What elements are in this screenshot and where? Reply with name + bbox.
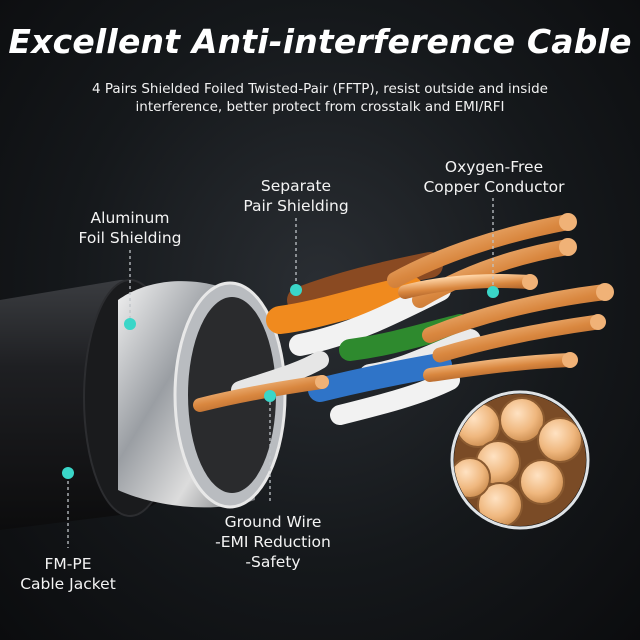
subtitle-line-2: interference, better protect from crosst… [135, 99, 505, 115]
label-copper-conductor: Oxygen-Free Copper Conductor [410, 157, 578, 197]
subtitle: 4 Pairs Shielded Foiled Twisted-Pair (FF… [60, 80, 580, 116]
wire-white-3 [330, 370, 460, 425]
label-ground-wire-line-1: Ground Wire [224, 513, 322, 531]
label-ground-wire-line-3: -Safety [245, 553, 301, 571]
page-title: Excellent Anti-interference Cable [8, 22, 632, 61]
marker-pair [290, 284, 302, 296]
callout-markers [62, 284, 499, 479]
copper-strands [193, 214, 613, 412]
subtitle-line-1: 4 Pairs Shielded Foiled Twisted-Pair (FF… [92, 81, 548, 97]
label-cable-jacket-line-1: FM-PE [44, 555, 92, 573]
wire-white-4 [231, 351, 329, 399]
label-ground-wire-line-2: -EMI Reduction [215, 533, 331, 551]
label-ground-wire: Ground Wire -EMI Reduction -Safety [200, 512, 346, 572]
label-aluminum-foil-line-2: Foil Shielding [78, 229, 182, 247]
wire-orange [266, 276, 424, 334]
label-copper-conductor-line-2: Copper Conductor [423, 178, 565, 196]
label-pair-shielding: Separate Pair Shielding [226, 176, 366, 216]
label-copper-conductor-line-1: Oxygen-Free [444, 158, 544, 176]
marker-foil [124, 318, 136, 330]
strand-ends [315, 213, 614, 389]
label-cable-jacket: FM-PE Cable Jacket [8, 554, 128, 594]
marker-ground [264, 390, 276, 402]
marker-copper [487, 286, 499, 298]
label-aluminum-foil-line-1: Aluminum [90, 209, 170, 227]
marker-jacket [62, 467, 74, 479]
label-aluminum-foil: Aluminum Foil Shielding [60, 208, 200, 248]
wire-blue [308, 353, 452, 402]
label-pair-shielding-line-1: Separate [260, 177, 332, 195]
label-cable-jacket-line-2: Cable Jacket [20, 575, 116, 593]
leader-lines [67, 198, 494, 548]
label-pair-shielding-line-2: Pair Shielding [243, 197, 349, 215]
